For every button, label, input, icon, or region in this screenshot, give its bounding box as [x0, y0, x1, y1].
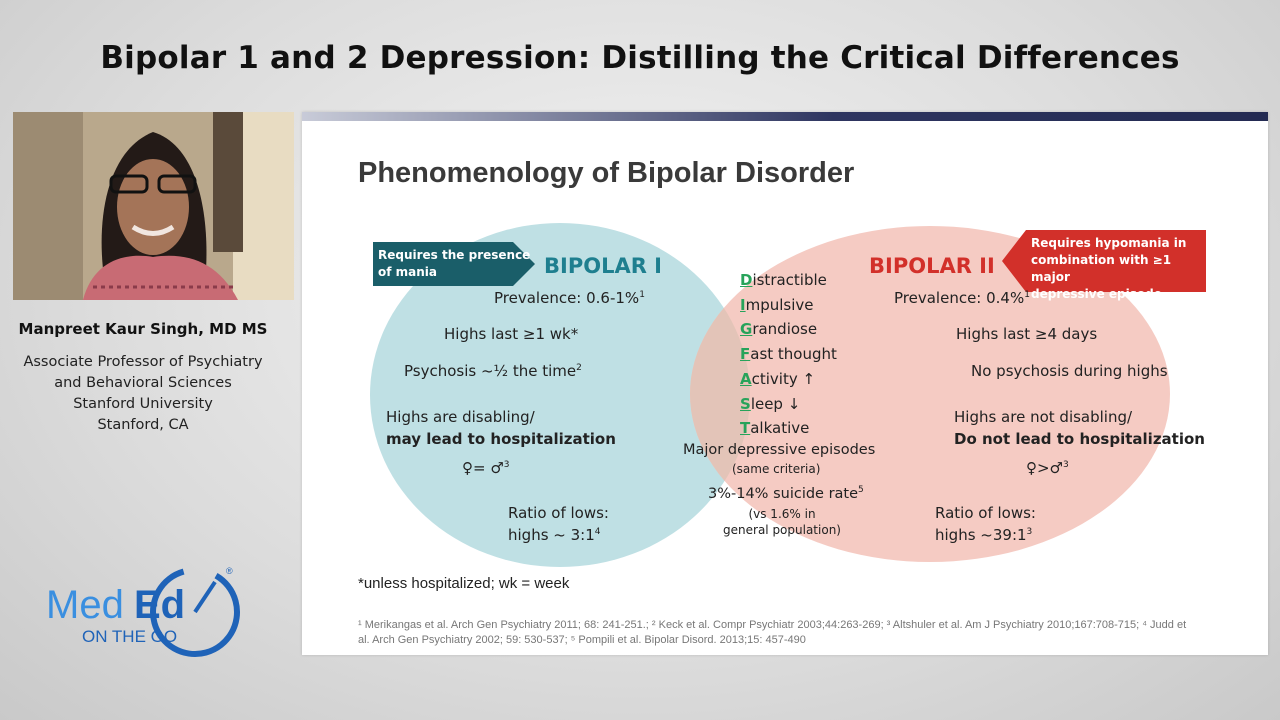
bipolar2-tag-line: Requires hypomania in	[1031, 236, 1187, 250]
bipolar2-sex-ratio: ♀>♂3	[1026, 459, 1069, 477]
speaker-title: Associate Professor of Psychiatry and Be…	[13, 352, 273, 436]
shared-suicide-note: (vs 1.6% in general population)	[707, 506, 857, 538]
digfast-rest: mpulsive	[745, 295, 814, 314]
digfast-item: Sleep ↓	[740, 392, 837, 417]
bipolar1-sex-ref: 3	[503, 460, 510, 470]
digfast-letter: G	[740, 320, 753, 339]
bipolar1-prevalence-ref: 1	[639, 290, 645, 300]
digfast-item: Distractible	[740, 268, 837, 293]
shared-suicide-note-line: (vs 1.6% in	[748, 507, 816, 521]
bipolar2-tag-line: depressive episode	[1031, 287, 1162, 301]
bipolar2-prevalence-ref: 1	[1024, 290, 1030, 300]
shared-suicide: 3%-14% suicide rate5	[708, 485, 864, 502]
logo-registered-mark: ®	[226, 566, 233, 576]
venn-diagram	[370, 223, 1170, 567]
bipolar1-tag-line: of mania	[378, 265, 437, 279]
digfast-rest: ast thought	[750, 345, 837, 364]
bipolar1-title: BIPOLAR I	[544, 254, 662, 278]
digfast-item: Talkative	[740, 416, 837, 441]
logo-ed: Ed	[134, 583, 185, 627]
page-title: Bipolar 1 and 2 Depression: Distilling t…	[100, 40, 1180, 76]
digfast-rest: leep ↓	[750, 394, 801, 413]
digfast-letter: I	[740, 295, 746, 314]
meded-logo: Med Ed ON THE GO ®	[40, 560, 260, 670]
bipolar2-sex-ref: 3	[1063, 460, 1069, 470]
speaker-title-line: and Behavioral Sciences	[54, 375, 232, 391]
bipolar1-disabling: Highs are disabling/	[386, 408, 535, 426]
bipolar1-prevalence-text: Prevalence: 0.6-1%	[494, 289, 640, 307]
bipolar1-ratio-ref: 4	[594, 527, 601, 537]
slide: Phenomenology of Bipolar Disorder Requir…	[302, 112, 1268, 655]
bipolar2-sex-ratio-text: ♀>♂	[1026, 459, 1064, 477]
digfast-rest: randiose	[752, 320, 818, 339]
bipolar1-sex-ratio-text: ♀= ♂	[462, 459, 504, 477]
bipolar2-prevalence: Prevalence: 0.4%1	[894, 289, 1030, 307]
digfast-rest: ctivity ↑	[751, 369, 816, 388]
bipolar2-hospitalization: Do not lead to hospitalization	[954, 430, 1205, 448]
bipolar2-circle	[690, 226, 1170, 562]
shared-suicide-note-line: general population)	[723, 523, 841, 537]
shared-mde-note: (same criteria)	[732, 462, 821, 476]
speaker-title-line: Stanford University	[73, 396, 213, 412]
bipolar1-prevalence: Prevalence: 0.6-1%1	[494, 289, 645, 307]
digfast-letter: S	[740, 394, 751, 413]
speaker-name: Manpreet Kaur Singh, MD MS	[18, 320, 268, 338]
digfast-item: Activity ↑	[740, 367, 837, 392]
bipolar1-ratio-value-text: highs ~ 3:1	[508, 526, 595, 544]
digfast-item: Fast thought	[740, 342, 837, 367]
bipolar2-requirement-tag: Requires hypomania in combination with ≥…	[1002, 230, 1206, 301]
bipolar2-tag-line: combination with ≥1 major	[1031, 253, 1172, 284]
bipolar1-highs: Highs last ≥1 wk*	[444, 325, 579, 343]
slide-note: *unless hospitalized; wk = week	[358, 575, 570, 592]
bipolar1-psychosis-ref: 2	[576, 363, 582, 373]
digfast-rest: istractible	[752, 271, 827, 289]
bipolar2-ratio-value: highs ~39:13	[935, 526, 1032, 544]
bipolar1-tag-line: Requires the presence	[378, 248, 531, 262]
digfast-rest: alkative	[750, 419, 810, 438]
bipolar1-circle	[370, 223, 750, 567]
bipolar2-psychosis: No psychosis during highs	[971, 362, 1168, 380]
digfast-item: Impulsive	[740, 293, 837, 318]
speaker-video-frame	[13, 112, 294, 300]
speaker-title-line: Stanford, CA	[97, 417, 189, 433]
bipolar1-requirement-tag: Requires the presence of mania	[373, 242, 535, 286]
bipolar2-prevalence-text: Prevalence: 0.4%	[894, 289, 1025, 307]
shared-mde: Major depressive episodes	[683, 442, 876, 458]
digfast-letter: A	[740, 369, 752, 388]
bipolar1-sex-ratio: ♀= ♂3	[462, 459, 510, 477]
digfast-list: Distractible Impulsive Grandiose Fast th…	[740, 268, 837, 441]
logo-med: Med	[46, 583, 124, 627]
bipolar2-ratio-value-text: highs ~39:1	[935, 526, 1027, 544]
slide-references: ¹ Merikangas et al. Arch Gen Psychiatry …	[358, 619, 1187, 646]
logo-tagline: ON THE GO	[82, 627, 177, 646]
slide-heading: Phenomenology of Bipolar Disorder	[358, 157, 855, 189]
shared-suicide-ref: 5	[858, 485, 864, 495]
shared-suicide-text: 3%-14% suicide rate	[708, 485, 859, 502]
digfast-item: Grandiose	[740, 317, 837, 342]
bipolar2-highs: Highs last ≥4 days	[956, 325, 1098, 343]
slide-header-bar	[302, 112, 1268, 121]
speaker-title-line: Associate Professor of Psychiatry	[23, 354, 263, 370]
bipolar1-ratio-label: Ratio of lows:	[508, 504, 609, 522]
bipolar2-ratio-ref: 3	[1026, 527, 1033, 537]
digfast-letter: D	[740, 271, 753, 289]
digfast-letter: T	[740, 419, 751, 438]
bipolar2-disabling: Highs are not disabling/	[954, 408, 1133, 426]
digfast-letter: F	[740, 345, 751, 364]
speaker-video	[13, 112, 294, 300]
bipolar1-psychosis-text: Psychosis ~½ the time	[404, 362, 577, 380]
bipolar1-psychosis: Psychosis ~½ the time2	[404, 362, 582, 380]
bipolar1-hospitalization: may lead to hospitalization	[386, 430, 616, 448]
bipolar1-ratio-value: highs ~ 3:14	[508, 526, 601, 544]
bipolar2-title: BIPOLAR II	[869, 254, 995, 278]
bipolar2-ratio-label: Ratio of lows:	[935, 504, 1036, 522]
